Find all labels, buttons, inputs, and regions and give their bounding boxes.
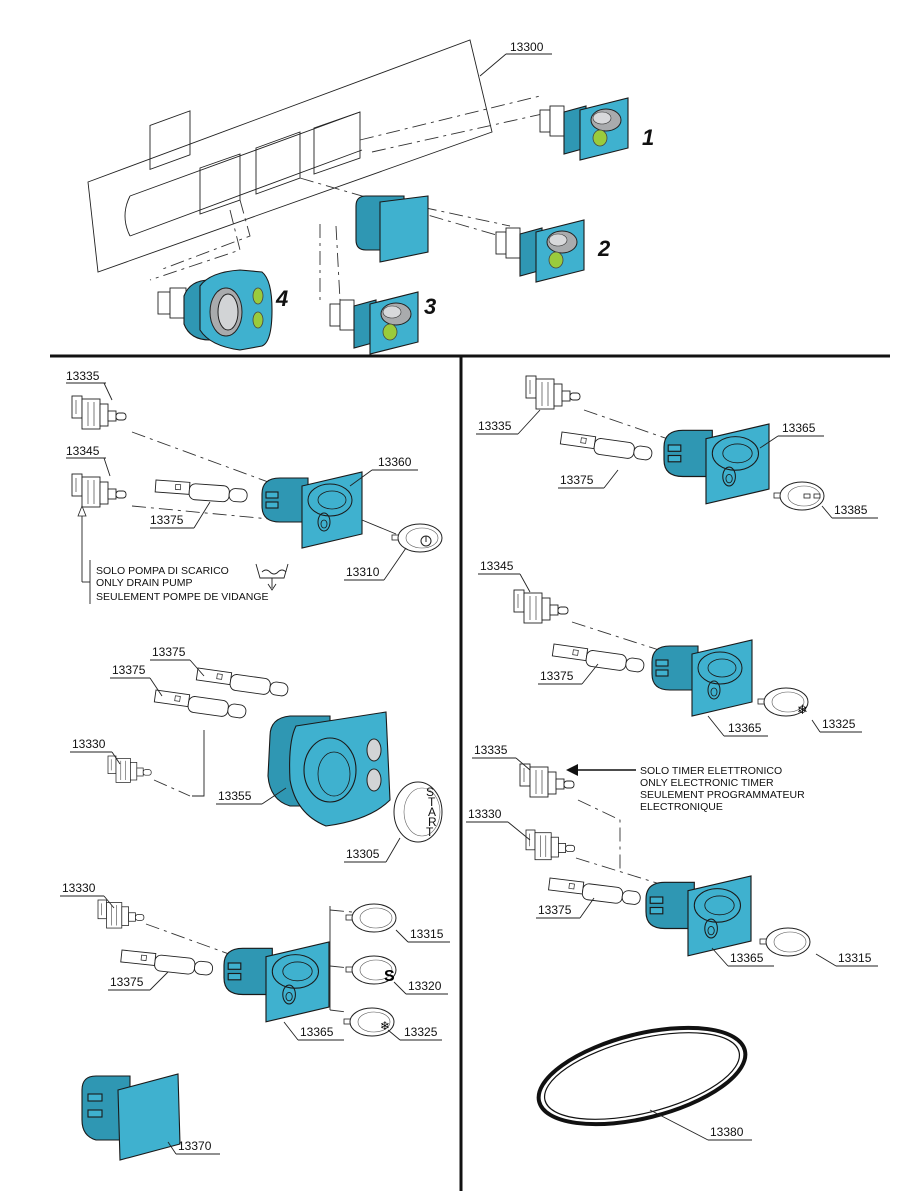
knob-13305: S T A R T bbox=[393, 781, 443, 843]
drain-pump-icon bbox=[255, 563, 289, 591]
arrow-left-icon bbox=[566, 764, 578, 776]
belt-13380 bbox=[536, 1025, 748, 1127]
callout-13335: 13335 bbox=[474, 743, 508, 757]
callout-13360: 13360 bbox=[378, 455, 412, 469]
callout-13380: 13380 bbox=[710, 1125, 744, 1139]
left-group-1: SOLO POMPA DI SCARICO ONLY DRAIN PUMP SE… bbox=[66, 369, 443, 604]
right-group-2: ❄ 13345 13375 13365 13325 bbox=[478, 559, 862, 737]
housing-13365 bbox=[663, 423, 770, 505]
knob-letter: A bbox=[428, 805, 436, 819]
callout-13375: 13375 bbox=[540, 669, 574, 683]
timer-module bbox=[157, 269, 273, 351]
note-timer-it: SOLO TIMER ELETTRONICO bbox=[640, 765, 782, 777]
knob-13315 bbox=[345, 903, 397, 933]
knob-letter: S bbox=[426, 785, 434, 799]
callout-13365: 13365 bbox=[300, 1025, 334, 1039]
control-panel-outline bbox=[87, 39, 493, 273]
note-drain-en: ONLY DRAIN PUMP bbox=[96, 577, 192, 589]
callout-13365: 13365 bbox=[730, 951, 764, 965]
spin-icon: S bbox=[384, 968, 395, 985]
callout-13310: 13310 bbox=[346, 565, 380, 579]
cover-13370 bbox=[81, 1073, 181, 1161]
callout-13330: 13330 bbox=[62, 881, 96, 895]
callout-13345: 13345 bbox=[480, 559, 514, 573]
callout-13355: 13355 bbox=[218, 789, 252, 803]
snowflake-icon: ❄ bbox=[797, 703, 808, 718]
position-number-2: 2 bbox=[597, 236, 611, 261]
blank-module bbox=[355, 195, 429, 263]
callout-13325: 13325 bbox=[822, 717, 856, 731]
right-belt: 13380 bbox=[536, 1025, 752, 1141]
callout-13375: 13375 bbox=[560, 473, 594, 487]
callout-13375-b: 13375 bbox=[112, 663, 146, 677]
callout-13315: 13315 bbox=[838, 951, 872, 965]
arrow-up-icon bbox=[77, 504, 87, 517]
knob-13310 bbox=[391, 523, 443, 553]
control-module-3 bbox=[329, 291, 419, 355]
callout-13375-a: 13375 bbox=[152, 645, 186, 659]
housing-13365 bbox=[645, 875, 752, 957]
knob-13385 bbox=[773, 481, 825, 511]
callout-13345: 13345 bbox=[66, 444, 100, 458]
knob-letter: R bbox=[428, 815, 437, 829]
note-drain-fr: SEULEMENT POMPE DE VIDANGE bbox=[96, 591, 269, 603]
callout-13385: 13385 bbox=[834, 503, 868, 517]
position-number-1: 1 bbox=[642, 125, 654, 150]
callout-13325: 13325 bbox=[404, 1025, 438, 1039]
left-group-3: S ❄ 13330 13375 13365 13315 13320 13325 bbox=[60, 881, 450, 1041]
callout-13365: 13365 bbox=[782, 421, 816, 435]
callout-13335: 13335 bbox=[66, 369, 100, 383]
callout-13370: 13370 bbox=[178, 1139, 212, 1153]
position-number-3: 3 bbox=[424, 294, 436, 319]
top-assembly: 13300 1 2 3 4 bbox=[87, 39, 654, 355]
housing-13360 bbox=[261, 471, 363, 549]
snowflake-icon: ❄ bbox=[380, 1019, 390, 1033]
knob-letter: T bbox=[428, 795, 436, 809]
callout-13375: 13375 bbox=[538, 903, 572, 917]
right-group-3: SOLO TIMER ELETTRONICO ONLY ELECTRONIC T… bbox=[466, 743, 878, 967]
callout-13305: 13305 bbox=[346, 847, 380, 861]
control-module-2 bbox=[495, 219, 585, 283]
position-number-4: 4 bbox=[275, 286, 288, 311]
callout-panel: 13300 bbox=[510, 40, 544, 54]
left-group-2: S T A R T 13375 13375 13330 13355 13305 bbox=[70, 645, 443, 863]
note-drain-it: SOLO POMPA DI SCARICO bbox=[96, 565, 229, 577]
callout-13365: 13365 bbox=[728, 721, 762, 735]
callout-13330: 13330 bbox=[72, 737, 106, 751]
callout-13375: 13375 bbox=[150, 513, 184, 527]
note-timer-fr-1: SEULEMENT PROGRAMMATEUR bbox=[640, 789, 805, 801]
housing-13365 bbox=[651, 639, 753, 717]
callout-13375: 13375 bbox=[110, 975, 144, 989]
note-timer-en: ONLY ELECTRONIC TIMER bbox=[640, 777, 774, 789]
callout-13315: 13315 bbox=[410, 927, 444, 941]
housing-13355 bbox=[267, 711, 391, 827]
callout-13330: 13330 bbox=[468, 807, 502, 821]
left-group-4: 13370 bbox=[81, 1073, 220, 1161]
knob-13315 bbox=[759, 927, 811, 957]
callout-13335: 13335 bbox=[478, 419, 512, 433]
note-timer-fr-2: ELECTRONIQUE bbox=[640, 801, 723, 813]
right-group-1: 13335 13365 13375 13385 bbox=[476, 375, 878, 519]
control-module-1 bbox=[539, 97, 629, 161]
tray-icon bbox=[803, 493, 811, 499]
callout-13320: 13320 bbox=[408, 979, 442, 993]
knob-letter: T bbox=[426, 825, 434, 839]
housing-13365 bbox=[223, 941, 330, 1023]
